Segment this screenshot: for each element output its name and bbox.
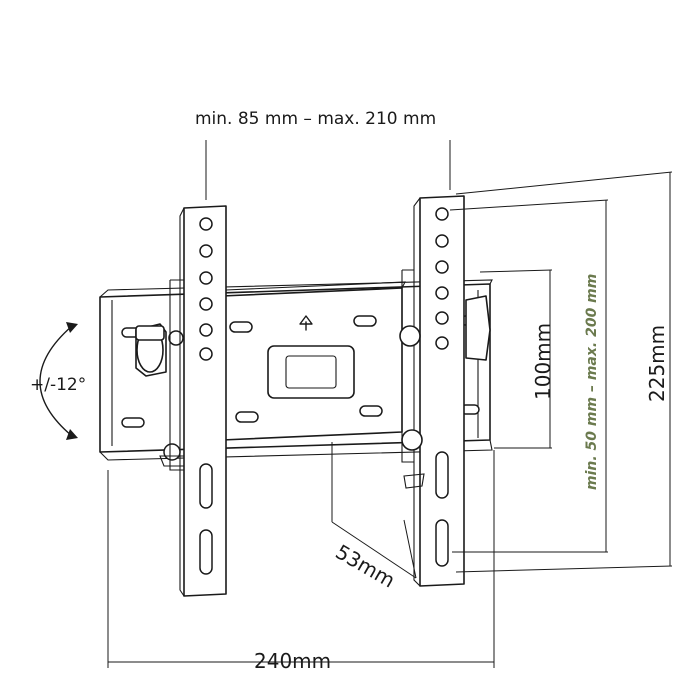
tilt-arc — [39, 322, 78, 440]
vertical-100-label: 100mm — [531, 323, 555, 400]
up-arrow-icon — [299, 315, 313, 331]
height-label: 225mm — [645, 325, 669, 402]
tilt-label: +/-12° — [30, 375, 86, 395]
depth-label: 53mm — [332, 540, 400, 593]
right-tilt-knob — [399, 295, 491, 489]
left-bracket-arm — [169, 205, 227, 597]
vertical-range-dimension — [449, 199, 609, 553]
spacing-dimension — [205, 140, 451, 200]
tilt-arrow-top-icon — [66, 322, 78, 333]
vertical-range-label: min. 50 mm – max. 200 mm — [584, 274, 600, 490]
tilt-arrow-bottom-icon — [66, 429, 78, 440]
depth-dimension — [331, 442, 417, 579]
width-dimension — [107, 450, 495, 668]
left-tilt-knob — [135, 323, 187, 467]
center-plate — [221, 281, 406, 441]
width-label: 240mm — [254, 649, 331, 673]
right-bracket-arm — [401, 195, 465, 587]
height-dimension — [455, 171, 673, 573]
spacing-label: min. 85 mm – max. 210 mm — [195, 109, 436, 129]
vertical-100-dimension — [479, 269, 553, 449]
